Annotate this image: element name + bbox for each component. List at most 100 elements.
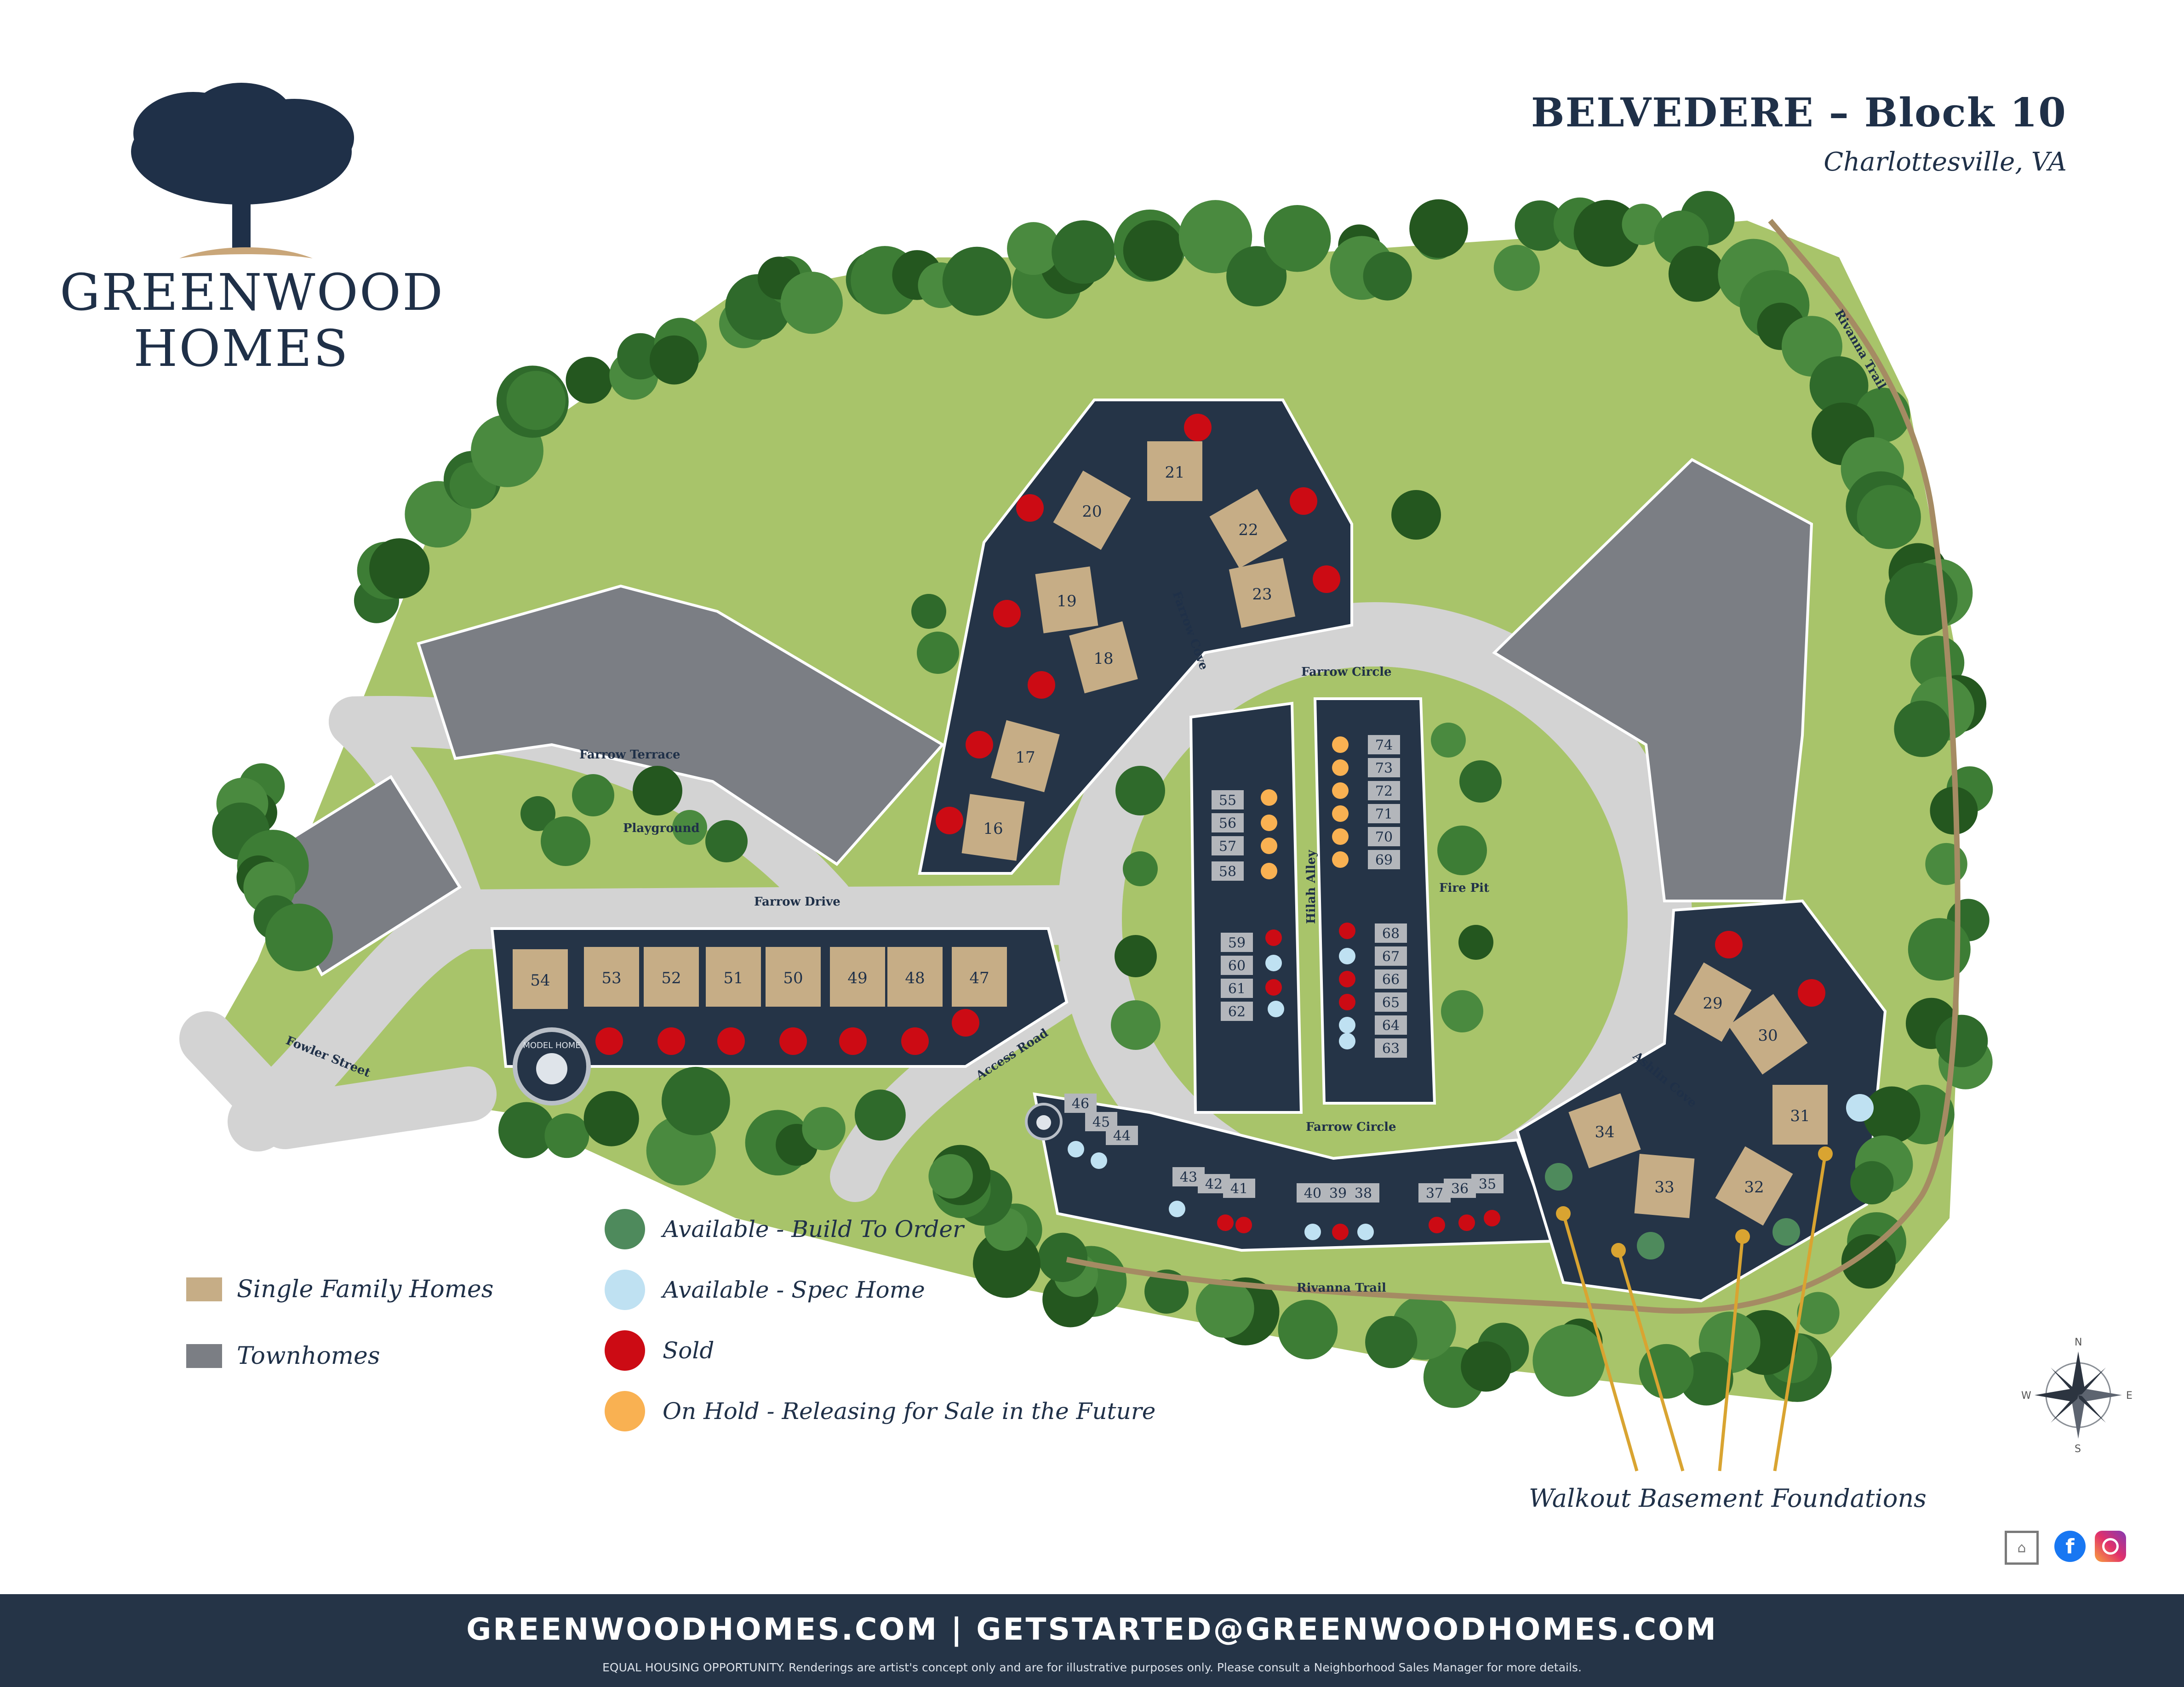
- tree: [780, 272, 843, 334]
- lot-18[interactable]: 18: [1028, 621, 1138, 699]
- lot-51[interactable]: 51: [706, 947, 761, 1055]
- lot-42[interactable]: 42: [1198, 1174, 1234, 1231]
- lot-58[interactable]: 58: [1212, 861, 1277, 881]
- lot-30-house: [1728, 994, 1808, 1075]
- lot-59[interactable]: 59: [1221, 929, 1282, 952]
- lot-30[interactable]: 30: [1728, 979, 1825, 1075]
- lot-70[interactable]: 70: [1332, 827, 1400, 846]
- lot-30-number: 30: [1758, 1026, 1778, 1045]
- lot-49[interactable]: 49: [830, 947, 885, 1055]
- footer-contact[interactable]: GREENWOODHOMES.COM | GETSTARTED@GREENWOO…: [466, 1612, 1718, 1647]
- lot-57-number: 57: [1219, 838, 1236, 855]
- lot-67[interactable]: 67: [1339, 946, 1407, 966]
- lot-56-status-dot: [1261, 815, 1277, 831]
- lot-74[interactable]: 74: [1332, 735, 1400, 754]
- lot-33[interactable]: 33: [1634, 1154, 1695, 1260]
- lot-21[interactable]: 21: [1147, 414, 1212, 501]
- lot-48[interactable]: 48: [887, 947, 943, 1055]
- lot-62[interactable]: 62: [1221, 1001, 1284, 1021]
- lot-58-house: [1212, 861, 1244, 881]
- lot-54-house: [513, 949, 568, 1009]
- lot-40[interactable]: 40: [1297, 1183, 1329, 1240]
- lot-23[interactable]: 23: [1229, 558, 1340, 628]
- lot-40-house: [1297, 1183, 1329, 1203]
- lot-56[interactable]: 56: [1212, 813, 1277, 832]
- lot-61[interactable]: 61: [1221, 979, 1282, 998]
- townhome-block-farrow-terrace: [417, 584, 945, 866]
- lot-52[interactable]: 52: [644, 947, 699, 1055]
- lot-22-status-dot: [1290, 487, 1317, 515]
- lot-64[interactable]: 64: [1339, 1015, 1407, 1035]
- lot-55-number: 55: [1219, 792, 1236, 809]
- lot-32[interactable]: 32: [1715, 1146, 1800, 1246]
- tree: [911, 594, 946, 629]
- lot-32-number: 32: [1744, 1178, 1764, 1197]
- fowler-street-road: [179, 1011, 497, 1149]
- lot-33-status-dot: [1637, 1232, 1664, 1260]
- tree: [1622, 204, 1664, 245]
- tree: [1935, 1014, 1988, 1067]
- lot-69[interactable]: 69: [1332, 850, 1400, 869]
- lot-68[interactable]: 68: [1339, 923, 1407, 943]
- lot-34[interactable]: 34: [1545, 1093, 1641, 1191]
- lot-37-status-dot: [1429, 1217, 1445, 1233]
- lot-29-number: 29: [1703, 994, 1722, 1013]
- lot-18-status-dot: [1028, 671, 1055, 699]
- lot-53[interactable]: 53: [584, 947, 639, 1055]
- lot-66[interactable]: 66: [1339, 969, 1407, 989]
- lot-20-house: [1053, 470, 1131, 550]
- lot-17[interactable]: 17: [966, 720, 1060, 792]
- lot-50-number: 50: [783, 969, 803, 987]
- lot-19[interactable]: 19: [993, 566, 1098, 633]
- legend-spec-home-label: Available - Spec Home: [663, 1277, 925, 1303]
- farrow-circle-label-top: Farrow Circle: [1301, 665, 1392, 679]
- lot-67-number: 67: [1382, 949, 1400, 965]
- compass-rose-icon: N E S W: [2021, 1337, 2133, 1455]
- lot-63[interactable]: 63: [1339, 1033, 1407, 1058]
- oak-tree-logo-icon: [131, 83, 354, 258]
- lot-65-house: [1375, 992, 1407, 1012]
- lot-43[interactable]: 43: [1169, 1167, 1205, 1217]
- lot-72-house: [1368, 781, 1400, 800]
- lot-21-number: 21: [1165, 463, 1184, 482]
- lot-72[interactable]: 72: [1332, 781, 1400, 800]
- lot-16-house: [961, 794, 1025, 861]
- lot-45[interactable]: 45: [1068, 1112, 1117, 1157]
- lot-37[interactable]: 37: [1418, 1183, 1451, 1233]
- lot-22[interactable]: 22: [1209, 487, 1317, 569]
- facebook-icon[interactable]: f: [2054, 1531, 2086, 1562]
- lot-31[interactable]: 31: [1772, 1085, 1874, 1145]
- lot-37-house: [1418, 1183, 1451, 1203]
- tree: [1894, 701, 1951, 757]
- tree: [942, 246, 1012, 316]
- lot-73[interactable]: 73: [1332, 758, 1400, 777]
- lot-43-house: [1172, 1167, 1205, 1186]
- lot-57[interactable]: 57: [1212, 836, 1277, 855]
- lot-65-status-dot: [1339, 994, 1355, 1010]
- lot-64-number: 64: [1382, 1018, 1400, 1034]
- lot-16[interactable]: 16: [936, 794, 1025, 861]
- lot-71[interactable]: 71: [1332, 804, 1400, 823]
- lot-46[interactable]: 46: [1064, 1094, 1097, 1113]
- lot-60[interactable]: 60: [1221, 955, 1282, 975]
- lot-16-number: 16: [983, 820, 1003, 838]
- lot-65[interactable]: 65: [1339, 992, 1407, 1012]
- lot-38-number: 38: [1355, 1185, 1372, 1202]
- instagram-icon[interactable]: [2095, 1531, 2126, 1562]
- farrow-drive-curve: [228, 889, 494, 1151]
- lot-70-house: [1368, 827, 1400, 846]
- lot-54[interactable]: 54: [513, 949, 568, 1009]
- lot-59-number: 59: [1228, 935, 1246, 951]
- lot-20[interactable]: 20: [1016, 470, 1131, 550]
- lot-42-number: 42: [1205, 1176, 1223, 1192]
- lot-35[interactable]: 35: [1471, 1174, 1504, 1226]
- lot-50[interactable]: 50: [766, 947, 821, 1055]
- lot-68-number: 68: [1382, 926, 1400, 942]
- lot-74-number: 74: [1375, 737, 1393, 753]
- lot-51-house: [706, 947, 761, 1007]
- tree: [1668, 245, 1725, 302]
- lot-55[interactable]: 55: [1212, 789, 1277, 809]
- tree: [541, 816, 590, 866]
- lot-29[interactable]: 29: [1674, 931, 1752, 1042]
- lot-47[interactable]: 47: [952, 947, 1007, 1037]
